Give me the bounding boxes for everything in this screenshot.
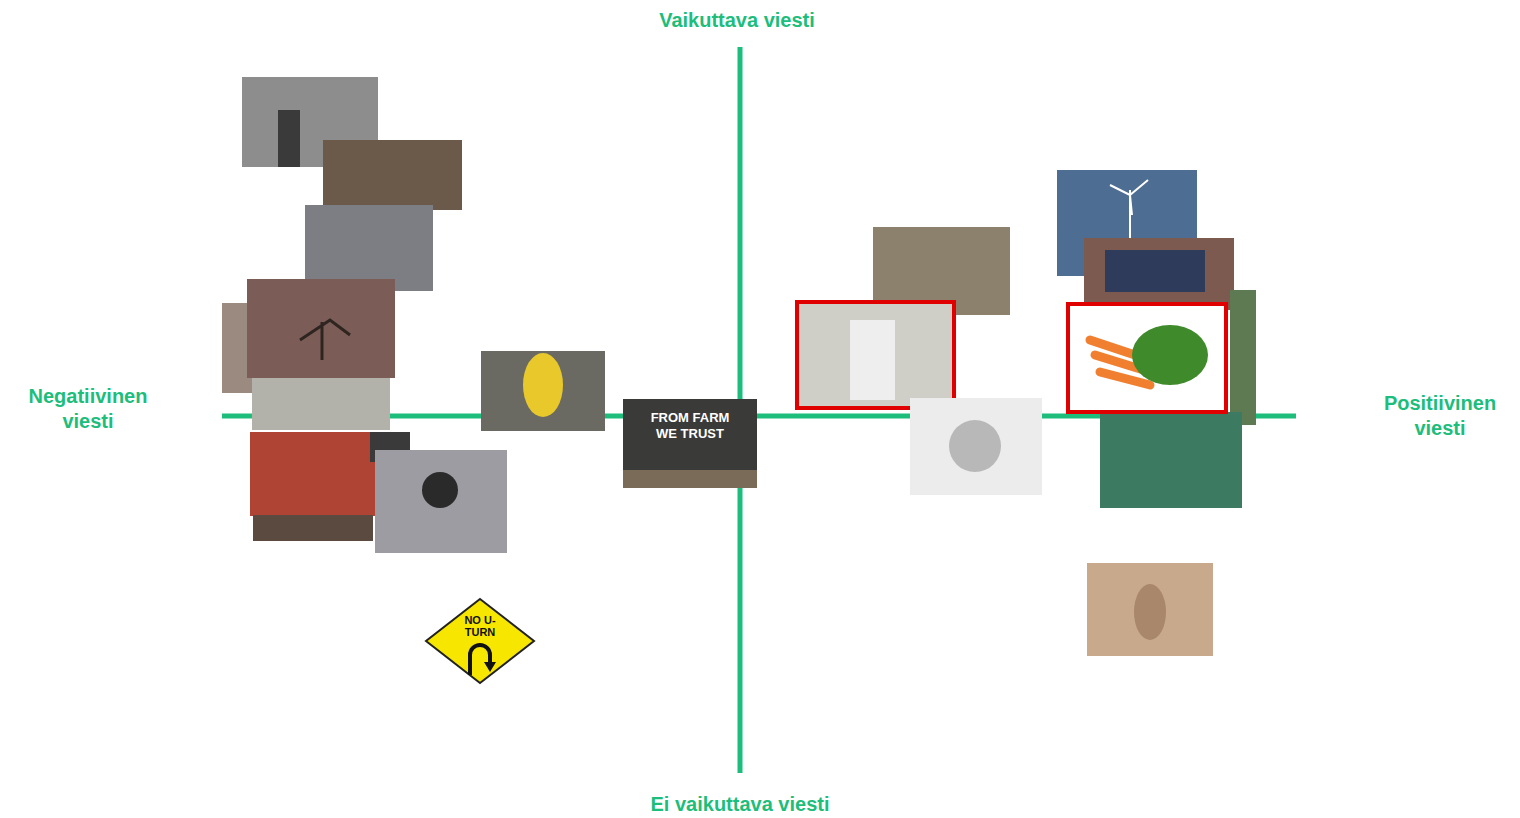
axis-label: Vaikuttava viesti	[577, 8, 897, 33]
photo-detail	[523, 353, 563, 417]
photo	[910, 398, 1042, 495]
sign-diamond	[426, 599, 534, 683]
photo	[305, 205, 433, 291]
photos-negative	[222, 77, 757, 683]
axis-label: Positiivinen viesti	[1367, 391, 1513, 441]
photo-detail	[949, 420, 1001, 472]
photo	[1230, 290, 1256, 425]
photo	[247, 279, 395, 378]
photo	[323, 140, 462, 210]
axis-label: Ei vaikuttava viesti	[580, 792, 900, 817]
u-turn-arrowhead	[484, 662, 496, 672]
photo-detail	[1134, 584, 1166, 640]
photo-detail	[1132, 325, 1208, 385]
photo-detail	[1105, 250, 1205, 292]
photo-highlighted	[1068, 304, 1226, 412]
sign-text: NO U-TURN	[452, 614, 508, 638]
photo	[250, 432, 375, 516]
u-turn-arrow	[470, 645, 490, 675]
photo-detail	[300, 320, 350, 360]
photo	[1100, 412, 1242, 508]
photo	[623, 399, 757, 488]
photo-highlighted	[797, 302, 954, 408]
photo	[1087, 563, 1213, 656]
photo	[252, 378, 390, 430]
photo-detail	[278, 110, 300, 167]
axes	[222, 47, 1296, 773]
axis-label: Negatiivinen viesti	[13, 384, 163, 434]
photo	[253, 515, 373, 541]
photo-detail	[850, 320, 895, 400]
photos-positive	[797, 170, 1256, 656]
sign-text: FROM FARM WE TRUST	[642, 410, 738, 443]
photo	[375, 450, 507, 553]
photo-detail	[623, 470, 757, 488]
photo-detail	[422, 472, 458, 508]
photo	[1084, 238, 1234, 310]
photo	[481, 351, 605, 431]
